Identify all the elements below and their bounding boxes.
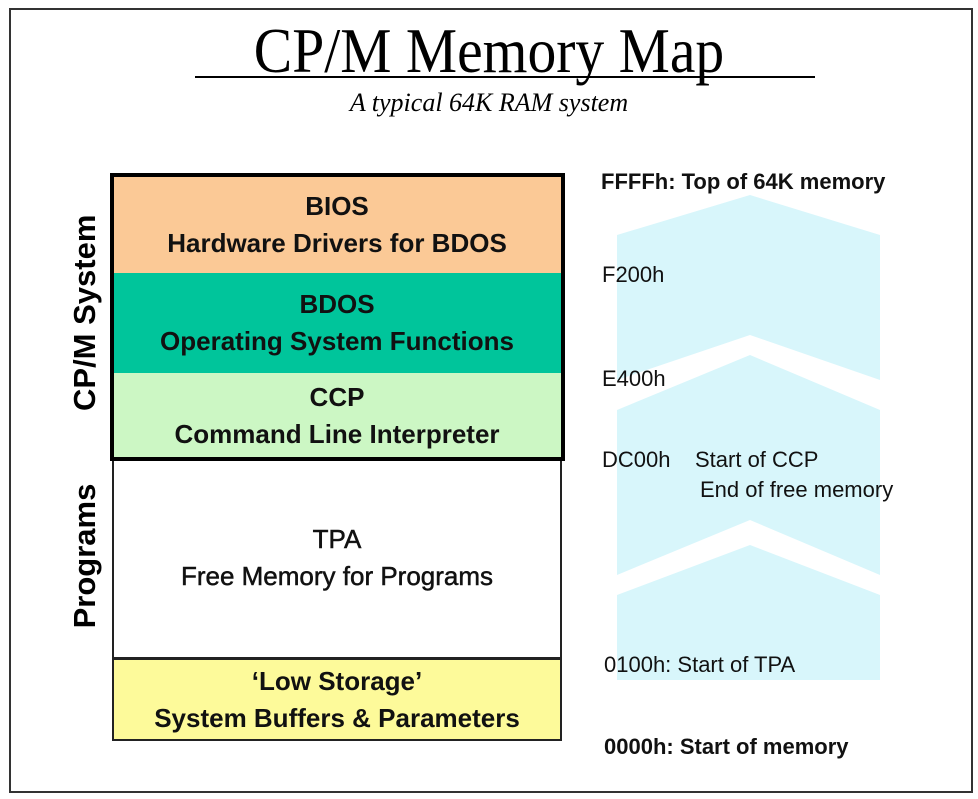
- block-title: TPA: [312, 524, 362, 555]
- block-ccp: CCP Command Line Interpreter: [112, 373, 562, 459]
- diagram-subtitle: A typical 64K RAM system: [349, 88, 629, 117]
- addr-dc00-note1: Start of CCP: [695, 447, 819, 472]
- block-desc: Operating System Functions: [160, 326, 514, 356]
- addr-0100: 0100h: Start of TPA: [604, 652, 796, 677]
- diagram-title: CP/M Memory Map: [253, 15, 725, 86]
- block-desc: Free Memory for Programs: [180, 561, 494, 592]
- arrow-chevron: [617, 545, 880, 680]
- addr-e400: E400h: [602, 366, 666, 391]
- block-title: BIOS: [305, 190, 369, 221]
- block-title: BDOS: [299, 289, 375, 319]
- block-bdos: BDOS Operating System Functions: [112, 273, 562, 373]
- block-desc: System Buffers & Parameters: [154, 702, 520, 733]
- addr-f200: F200h: [602, 262, 665, 287]
- label-programs: Programs: [67, 483, 102, 629]
- cpm-system-outline: [110, 173, 565, 461]
- frame: [9, 8, 973, 793]
- label-cpm-system: CP/M System: [67, 214, 102, 411]
- block-desc: Hardware Drivers for BDOS: [167, 227, 507, 258]
- block-tpa: TPA Free Memory for Programs: [112, 459, 562, 659]
- addr-dc00: DC00h: [602, 447, 671, 472]
- arrow-chevron: [617, 195, 880, 380]
- block-bios: BIOS Hardware Drivers for BDOS: [112, 176, 562, 273]
- addr-bottom: 0000h: Start of memory: [604, 734, 849, 759]
- block-title: CCP: [309, 382, 365, 412]
- block-desc: Command Line Interpreter: [174, 419, 500, 449]
- block-low-storage: ‘Low Storage’ System Buffers & Parameters: [112, 658, 562, 741]
- arrow-chevron: [617, 355, 880, 575]
- addr-top: FFFFh: Top of 64K memory: [601, 169, 886, 194]
- title-underline: [195, 76, 815, 78]
- block-title: ‘Low Storage’: [251, 665, 423, 696]
- addr-dc00-note2: End of free memory: [700, 477, 894, 502]
